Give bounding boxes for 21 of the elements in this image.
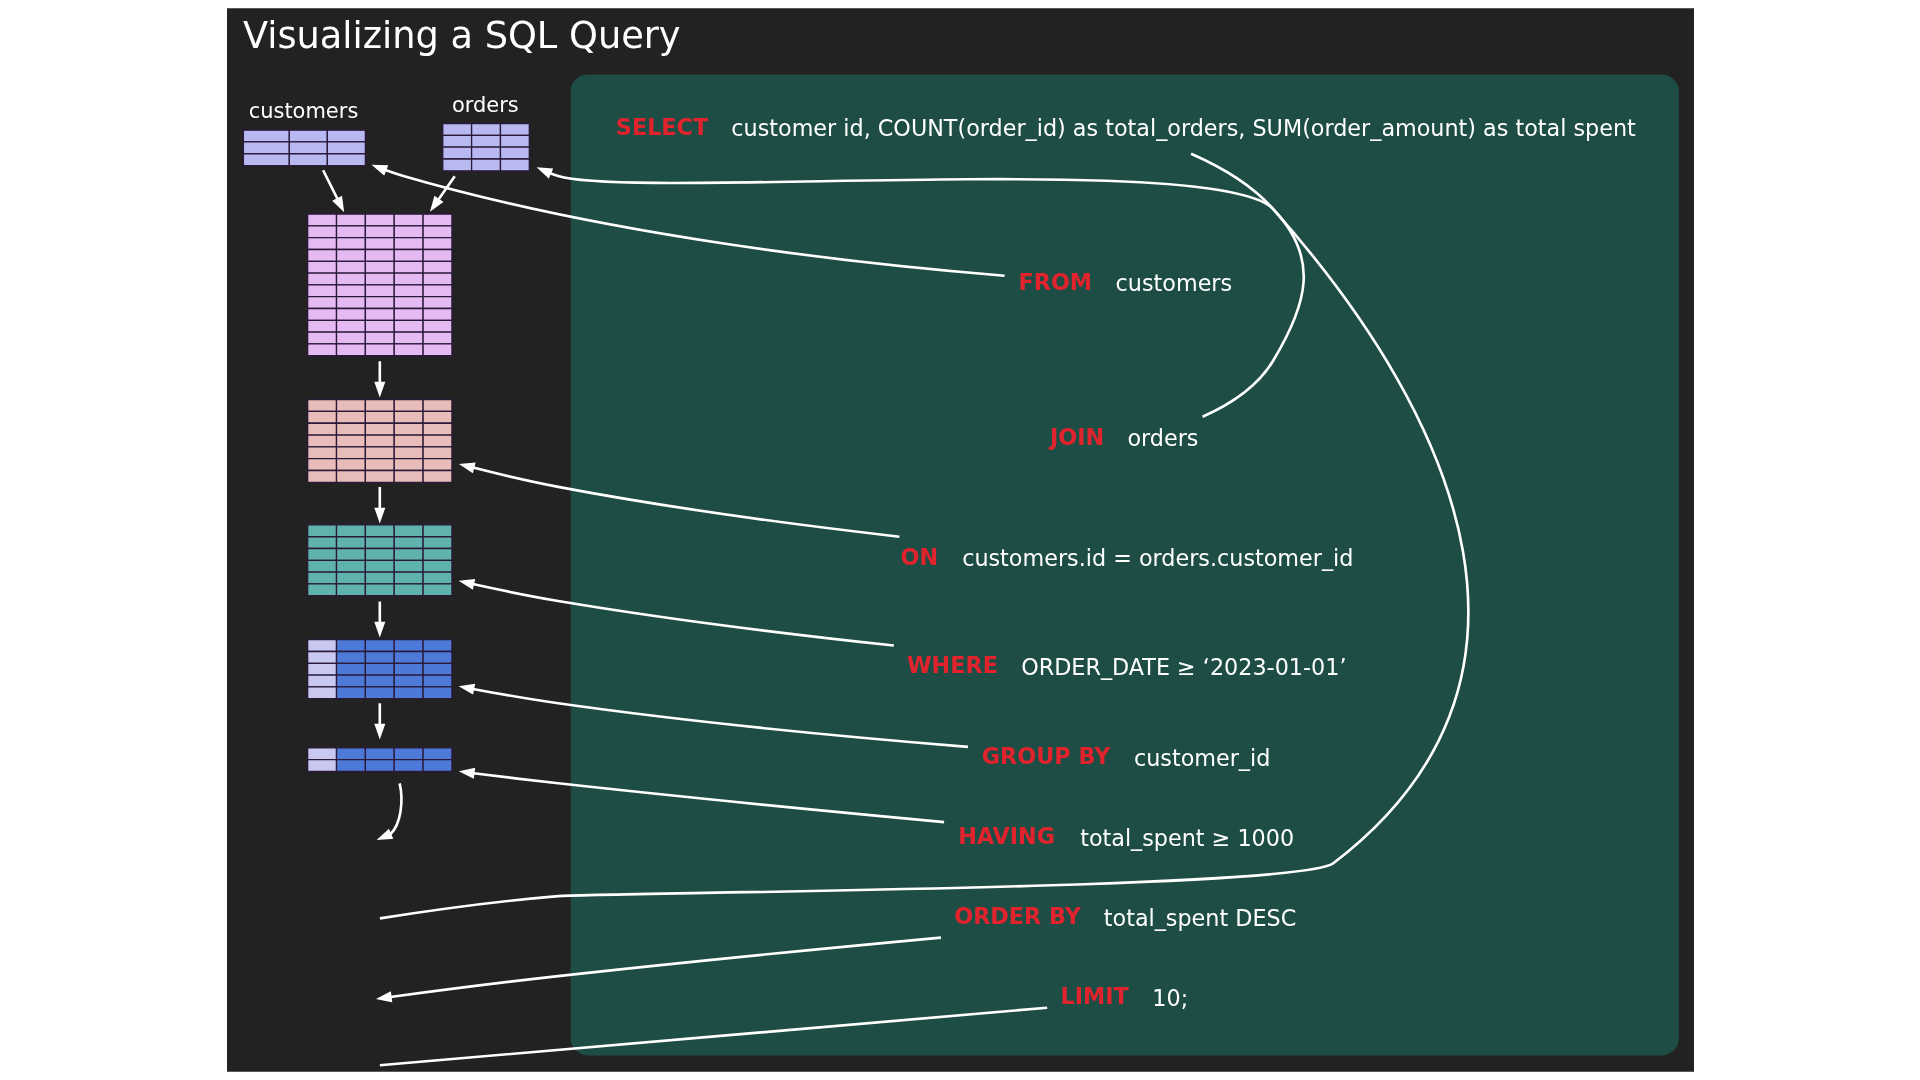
node-text: JOIN [1049,424,1104,451]
node-label: customers [248,99,358,124]
node-label: total_spent DESC [1103,904,1296,931]
node-text: ON [900,544,938,571]
node-label: customers [1115,269,1232,296]
node-label: customer_id [1133,744,1270,771]
node-label: 10; [1151,984,1188,1011]
node-text: WHERE [906,652,998,679]
diagram-title: Visualizing a SQL Query [242,14,681,58]
node-text: SELECT [615,113,708,140]
node-text: HAVING [957,823,1055,850]
node-text: GROUP BY [981,743,1110,770]
node-text: FROM [1018,268,1092,295]
node-text: ORDER BY [953,903,1081,930]
node-label: customers.id = orders.customer_id [961,545,1353,572]
node-label: customer id, COUNT(order_id) as total_orders, SUM(order_amount) as total spent [730,115,1636,142]
node-label: total_spent ≥ 1000 [1079,824,1294,851]
node-label: orders [451,92,519,117]
node-text: LIMIT [1060,983,1129,1010]
node-label: ORDER_DATE ≥ ‘2023-01-01’ [1020,653,1346,680]
node-label: orders [1126,425,1198,452]
